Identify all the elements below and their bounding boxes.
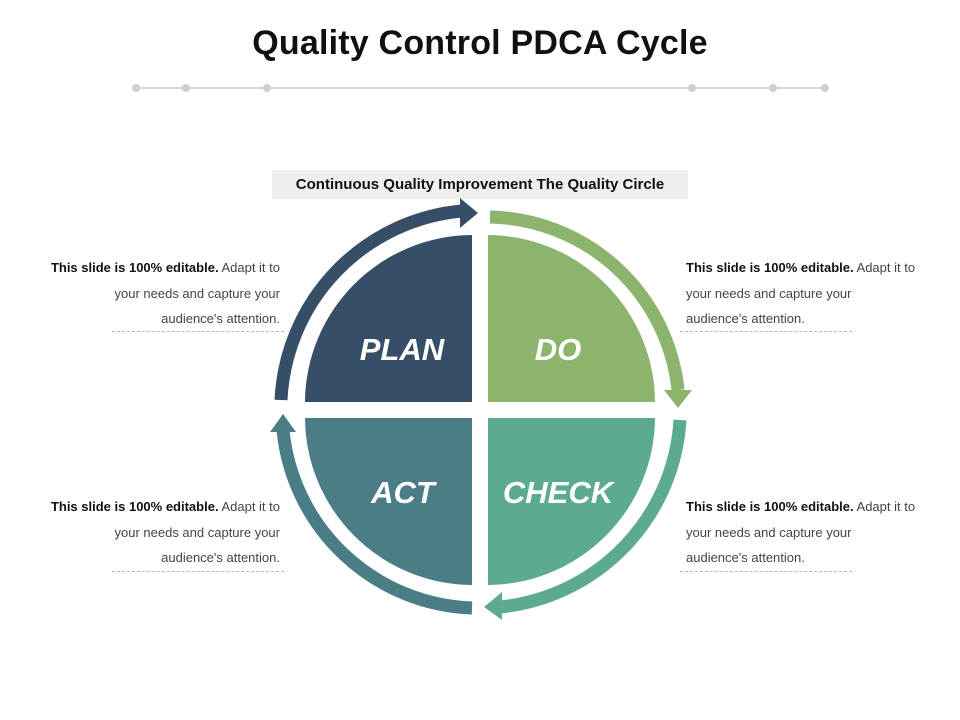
note-bold: This slide is 100% editable. bbox=[686, 499, 854, 514]
act-arrowhead bbox=[270, 414, 296, 432]
plan-arrowhead bbox=[460, 198, 478, 228]
quadrant-check bbox=[488, 418, 655, 585]
note-divider bbox=[112, 331, 284, 332]
label-check: CHECK bbox=[503, 475, 616, 510]
divider-dot bbox=[263, 84, 271, 92]
plan-arrow bbox=[274, 204, 463, 401]
note-text: Adapt it to your needs and capture your … bbox=[114, 499, 281, 565]
note-text: Adapt it to your needs and capture your … bbox=[114, 260, 281, 326]
quadrant-do bbox=[488, 235, 655, 402]
subtitle: Continuous Quality Improvement The Quali… bbox=[295, 176, 665, 193]
subtitle-box bbox=[272, 170, 688, 199]
do-arrow bbox=[489, 210, 685, 391]
note-divider bbox=[112, 571, 284, 572]
title-divider bbox=[132, 84, 829, 92]
note-text: Adapt it to your needs and capture your … bbox=[686, 260, 916, 326]
note-bottom-left: This slide is 100% editable. Adapt it to… bbox=[50, 494, 280, 571]
note-top-left: This slide is 100% editable. Adapt it to… bbox=[50, 255, 280, 332]
note-bold: This slide is 100% editable. bbox=[50, 260, 219, 275]
note-divider bbox=[680, 331, 852, 332]
label-do: DO bbox=[535, 332, 582, 367]
note-bottom-right: This slide is 100% editable. Adapt it to… bbox=[686, 494, 916, 571]
label-act: ACT bbox=[370, 475, 438, 510]
divider-dot bbox=[132, 84, 140, 92]
divider-dot bbox=[182, 84, 190, 92]
quadrant-act bbox=[305, 418, 472, 585]
note-bold: This slide is 100% editable. bbox=[50, 499, 219, 514]
divider-dot bbox=[688, 84, 696, 92]
note-divider bbox=[680, 571, 852, 572]
quadrant-plan bbox=[305, 235, 472, 402]
check-arrowhead bbox=[484, 592, 502, 620]
page-title: Quality Control PDCA Cycle bbox=[252, 24, 708, 62]
divider-dot bbox=[769, 84, 777, 92]
check-arrow bbox=[499, 419, 687, 614]
note-top-right: This slide is 100% editable. Adapt it to… bbox=[686, 255, 916, 332]
divider-dot bbox=[821, 84, 829, 92]
do-arrowhead bbox=[664, 390, 692, 408]
note-text: Adapt it to your needs and capture your … bbox=[686, 499, 916, 565]
label-plan: PLAN bbox=[360, 332, 445, 367]
note-bold: This slide is 100% editable. bbox=[686, 260, 854, 275]
act-arrow bbox=[276, 429, 473, 615]
